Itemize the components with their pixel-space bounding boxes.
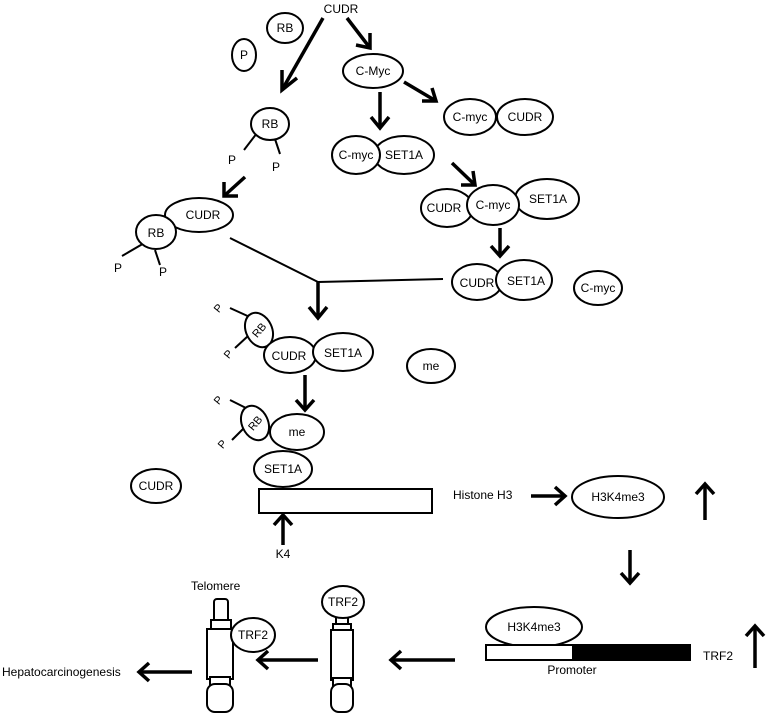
cmyc-b-label: C-myc <box>339 148 374 162</box>
cudr-c-label: CUDR <box>186 208 221 222</box>
arrow-cmyc-right <box>403 80 439 103</box>
hepatocarcinogenesis-label: Hepatocarcinogenesis <box>2 665 121 679</box>
cudr-d-label: CUDR <box>427 201 462 215</box>
arrow-trf2-to-telomere <box>255 649 318 671</box>
cmyc-cudr-complex: C-myc CUDR <box>443 98 554 136</box>
cmyc-top-label: C-Myc <box>356 64 391 78</box>
merge-connector <box>229 237 444 321</box>
h3k4me3-a-label: H3K4me3 <box>591 490 645 504</box>
cudr-top-label: CUDR <box>324 2 359 16</box>
p4-label: P <box>159 265 167 279</box>
set1a-g-node: SET1A <box>253 450 313 488</box>
cudr-free-node: CUDR <box>130 468 182 504</box>
cmyc-d-label: C-myc <box>476 198 511 212</box>
trf2-telo-label: TRF2 <box>238 628 268 642</box>
p2-label: P <box>272 160 280 174</box>
p1-label: P <box>228 153 236 167</box>
histone-h3-label: Histone H3 <box>453 488 513 502</box>
cudr-set1a-complex: CUDR SET1A <box>451 259 553 301</box>
cmyc-top-node: C-Myc <box>342 53 404 89</box>
rb-phos-label: RB <box>262 117 279 131</box>
chromosome-telomere <box>206 598 234 713</box>
phosphate-free-node: P <box>231 38 257 72</box>
p3-label: P <box>114 261 122 275</box>
rb-phosphorylated-node: RB P P <box>228 107 290 174</box>
arrow-cudr-to-rb <box>280 17 325 94</box>
arrow-ternary-down <box>489 228 511 259</box>
rb-cudr-complex: CUDR RB P P <box>114 197 234 279</box>
set1a-d-label: SET1A <box>529 192 567 206</box>
p6-label: P <box>222 348 236 361</box>
arrow-complex-down <box>294 375 316 413</box>
trf2-telo-node: TRF2 <box>230 617 276 653</box>
h3k4me3-node: H3K4me3 <box>571 475 665 519</box>
p8-label: P <box>216 438 230 451</box>
trf2-gene-label: TRF2 <box>703 649 733 663</box>
rb-c-label: RB <box>148 226 165 240</box>
phosphate-free-label: P <box>240 48 248 62</box>
set1a-b-label: SET1A <box>385 148 423 162</box>
h3k4me3-b-label: H3K4me3 <box>507 620 561 634</box>
rb-me-complex: RB me P P <box>212 394 325 451</box>
arrow-cmyc-down <box>369 92 391 131</box>
histone-h3-bar <box>258 488 433 514</box>
cudr-free-label: CUDR <box>139 479 174 493</box>
arrow-to-hepatocarcinogenesis <box>136 661 192 683</box>
cmyc-free-node: C-myc <box>573 270 623 306</box>
cmyc-free-label: C-myc <box>581 281 616 295</box>
trf2-mid-node: TRF2 <box>321 585 365 619</box>
cudr-e-label: CUDR <box>460 276 495 290</box>
p5-label: P <box>212 302 226 315</box>
promoter-label: Promoter <box>547 663 596 677</box>
arrow-rb-to-complex <box>222 175 247 198</box>
arrow-promoter-to-trf2 <box>388 649 455 671</box>
rb-free-node: RB <box>266 12 304 44</box>
arrow-cudr-to-cmyc <box>345 16 372 51</box>
k4-label: K4 <box>276 547 291 561</box>
cudr-f-label: CUDR <box>272 349 307 363</box>
arrow-h3k4me3-down <box>619 550 641 586</box>
arrow-histone-to-h3k4me3 <box>531 485 568 507</box>
trf2-gene-bar <box>485 644 691 661</box>
me-g-label: me <box>289 425 306 439</box>
rb-free-label: RB <box>277 21 294 35</box>
arrow-h3k4me3-increase <box>694 481 716 520</box>
arrow-trf2-increase <box>744 623 766 668</box>
cudr-a-label: CUDR <box>508 110 543 124</box>
me-free-node: me <box>406 348 456 384</box>
p7-label: P <box>212 394 226 407</box>
me-free-label: me <box>423 359 440 373</box>
rb-cudr-set1a-complex: RB CUDR SET1A P P <box>212 302 374 374</box>
cmyc-set1a-complex: C-myc SET1A <box>331 135 435 175</box>
trf2-mid-label: TRF2 <box>328 595 358 609</box>
arrow-set1a-to-ternary <box>450 161 478 187</box>
h3k4me3-on-promoter: H3K4me3 <box>485 606 583 648</box>
set1a-e-label: SET1A <box>507 274 545 288</box>
telomere-label: Telomere <box>191 579 241 593</box>
chromosome-mid <box>330 610 354 713</box>
cmyc-a-label: C-myc <box>453 110 488 124</box>
set1a-g-label: SET1A <box>264 462 302 476</box>
cudr-cmyc-set1a-complex: CUDR C-myc SET1A <box>420 178 580 228</box>
arrow-k4-up <box>272 512 294 545</box>
set1a-f-label: SET1A <box>324 346 362 360</box>
